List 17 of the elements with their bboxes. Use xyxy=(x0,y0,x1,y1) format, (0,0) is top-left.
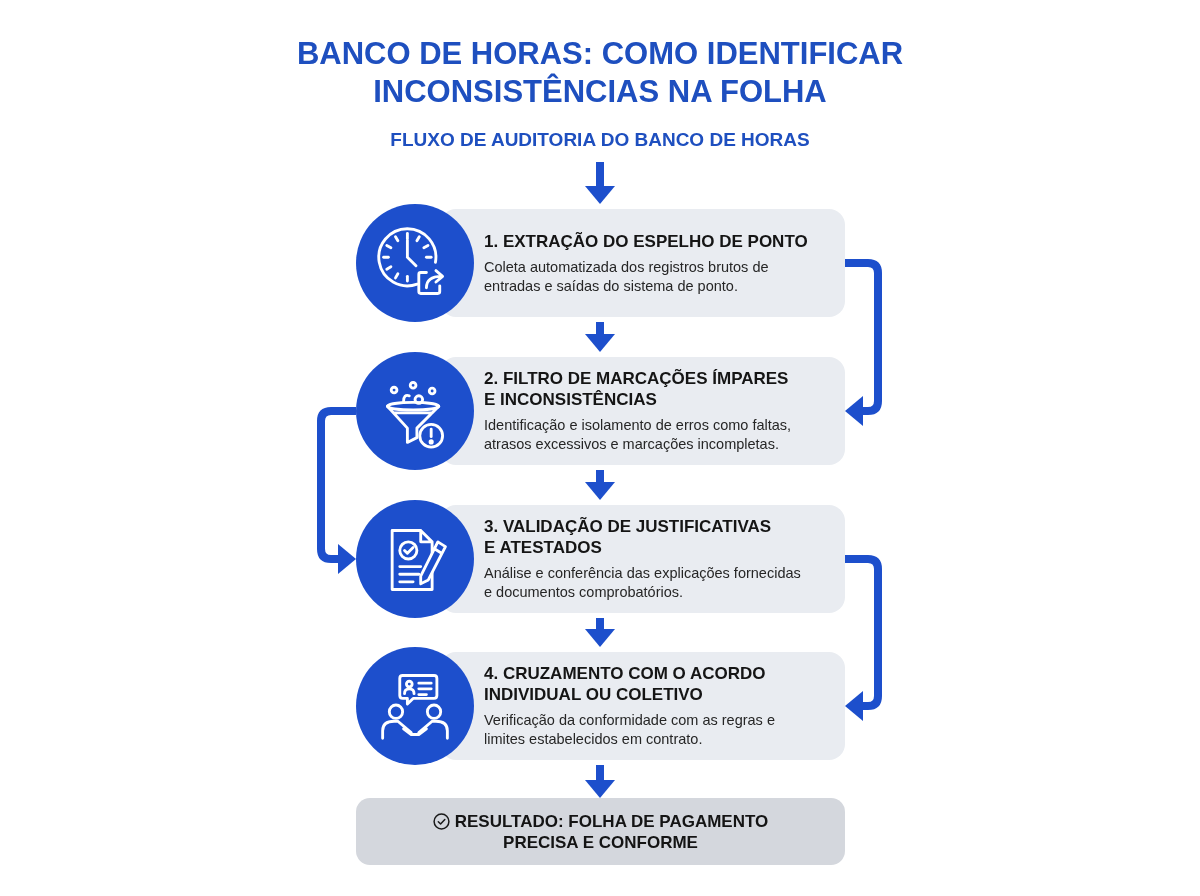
step-card xyxy=(356,500,845,618)
step-description: Análise e conferência das explicações fornecidas e documentos comprobatórios. xyxy=(484,565,801,600)
step-title: 3. VALIDAÇÃO DE JUSTIFICATIVAS E ATESTADOS xyxy=(484,517,772,557)
step-description: Coleta automatizada dos registros brutos de entradas e saídas do sistema de ponto. xyxy=(484,258,769,294)
result-box xyxy=(356,798,845,865)
arrow xyxy=(585,618,615,647)
step-title: 2. FILTRO DE MARCAÇÕES ÍMPARES E INCONSISTÊNCIAS xyxy=(484,369,789,409)
step-card xyxy=(356,647,845,765)
step-title: 1. EXTRAÇÃO DO ESPELHO DE PONTO xyxy=(484,231,808,251)
step-description: Identificação e isolamento de erros como faltas, atrasos excessivos e marcações incompletas. xyxy=(484,417,792,452)
step-card xyxy=(356,352,845,470)
title: BANCO DE HORAS: COMO IDENTIFICAR INCONSISTÊNCIAS NA FOLHA xyxy=(296,36,904,109)
result-text: RESULTADO: FOLHA DE PAGAMENTO PRECISA E CONFORME xyxy=(454,811,769,852)
step-description: Verificação da conformidade com as regras e limites estabelecidos em contrato. xyxy=(484,712,775,747)
step-title: 4. CRUZAMENTO COM O ACORDO INDIVIDUAL OU COLETIVO xyxy=(484,664,766,704)
subtitle: FLUXO DE AUDITORIA DO BANCO DE HORAS xyxy=(390,129,810,150)
step-card xyxy=(356,204,845,322)
